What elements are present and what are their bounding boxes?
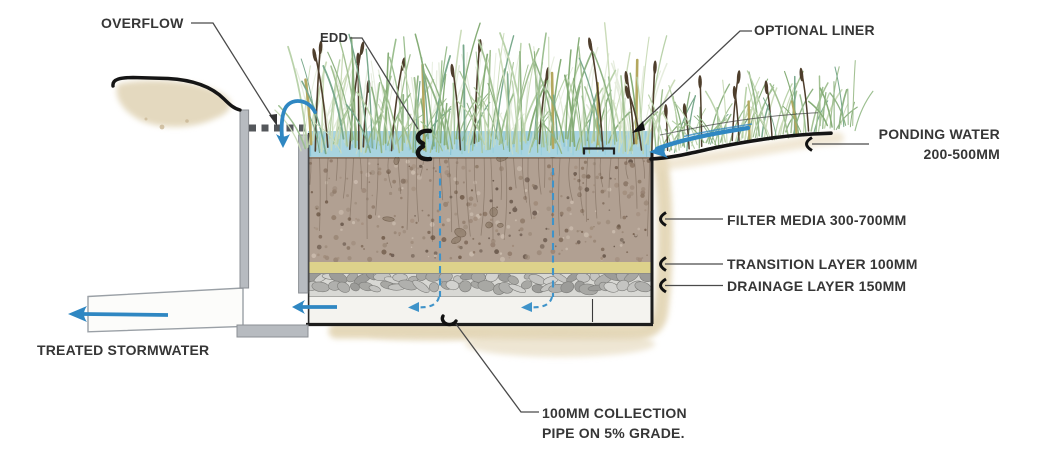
pipe-zone-layer xyxy=(308,296,652,323)
pit-bottom-slab xyxy=(236,324,309,338)
label-edd: EDD xyxy=(320,30,349,45)
basin-layers xyxy=(306,131,654,327)
filter-media-texture xyxy=(309,157,651,262)
edd-bottom-curl xyxy=(415,144,433,162)
edd-marker xyxy=(415,128,433,162)
infiltration-annotations xyxy=(408,166,555,312)
outlet-pipe xyxy=(87,287,244,333)
overflow-arrow xyxy=(279,99,317,139)
grass xyxy=(274,22,874,155)
plant-roots xyxy=(309,157,651,242)
left-ground-line xyxy=(111,75,242,112)
label-collection-pipe-line2: PIPE ON 5% GRADE. xyxy=(542,425,685,441)
infiltration-hook-2 xyxy=(528,296,554,309)
measure-bracket xyxy=(582,147,616,155)
underdrain-arrowhead xyxy=(292,300,305,314)
optional-liner-arrowhead xyxy=(632,121,645,133)
label-ponding-water-line1: PONDING WATER xyxy=(878,126,1000,142)
overflow-leader xyxy=(191,22,275,121)
liner-line xyxy=(649,131,833,161)
filter-arrowhead xyxy=(659,211,667,227)
optional-liner-leader xyxy=(636,30,752,129)
basin-soil-band xyxy=(328,155,673,340)
drainage-arrowhead xyxy=(659,277,667,294)
right-berm xyxy=(649,112,833,161)
label-drainage-layer: DRAINAGE LAYER 150MM xyxy=(727,278,907,294)
infiltration-hook-head-2 xyxy=(521,302,532,312)
inflow-stream-thin xyxy=(683,123,753,138)
label-ponding-water: PONDING WATER 200-500MM xyxy=(838,124,1000,164)
soil-blob-bottom2 xyxy=(368,327,492,341)
outlet-arrowhead xyxy=(68,306,87,322)
infiltration-hook-1 xyxy=(415,296,441,309)
label-transition-layer: TRANSITION LAYER 100MM xyxy=(727,256,918,272)
label-collection-pipe: 100MM COLLECTION PIPE ON 5% GRADE. xyxy=(542,403,687,443)
pit-right-wall xyxy=(298,134,309,294)
overflow-leader-arrowhead xyxy=(269,114,277,126)
berm-ground-line xyxy=(659,112,819,136)
leader-lines xyxy=(191,22,869,413)
label-filter-media: FILTER MEDIA 300-700MM xyxy=(727,212,907,228)
collection-pipe-leader xyxy=(455,323,539,413)
pit-left-wall xyxy=(239,109,250,289)
infiltration-hook-head-1 xyxy=(408,302,419,312)
label-collection-pipe-line1: 100MM COLLECTION xyxy=(542,405,687,421)
soil-blob-bottom xyxy=(465,331,655,357)
label-treated-stormwater: TREATED STORMWATER xyxy=(37,342,210,358)
label-ponding-water-line2: 200-500MM xyxy=(923,146,1000,162)
left-bank-soil xyxy=(116,80,231,127)
transition-layer xyxy=(308,262,652,273)
inflow-arrowhead xyxy=(649,143,668,158)
label-optional-liner: OPTIONAL LINER xyxy=(754,22,875,38)
ponding-arrowhead xyxy=(805,136,813,152)
flow-arrows xyxy=(68,99,337,322)
collection-pipe-mark xyxy=(440,314,458,327)
outlet-arrow xyxy=(82,312,169,317)
overflow-pit xyxy=(236,109,309,338)
overflow-arrowhead xyxy=(276,134,290,148)
edd-leader xyxy=(350,37,419,130)
transition-arrowhead xyxy=(659,256,667,272)
label-overflow: OVERFLOW xyxy=(101,15,184,31)
edd-top-curl xyxy=(415,128,433,146)
